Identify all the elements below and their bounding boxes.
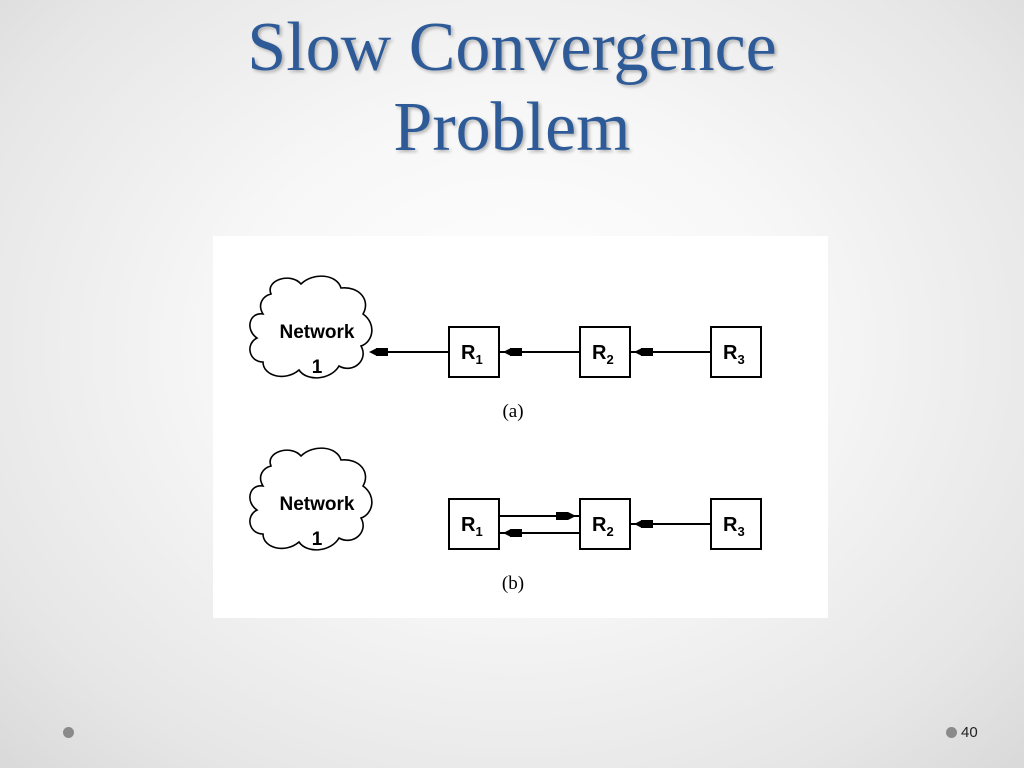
arrow-r1-to-network-a [369,348,388,356]
arrow-r3-to-r2-a [634,348,653,356]
svg-text:R2: R2 [592,342,614,367]
router-letter: R [461,514,476,536]
network-label-a: Network [280,322,355,343]
title-line-2: Problem [393,89,631,166]
slide-title: Slow Convergence Problem [0,8,1024,168]
network-number-b: 1 [312,529,323,550]
router-r2-b: R2 [579,498,631,550]
router-subscript: 1 [475,524,482,539]
router-r1-b: R1 [448,498,500,550]
router-subscript: 3 [737,352,744,367]
arrow-r2-to-r1-a [503,348,522,356]
network-cloud-a: Network 1 [249,275,373,379]
router-letter: R [723,342,738,364]
caption-a: (a) [502,401,523,422]
left-bullet-dot [63,727,74,738]
caption-b: (b) [502,573,524,594]
title-line-1: Slow Convergence [247,9,777,86]
arrow-r3-to-r2-b [634,520,653,528]
svg-text:R3: R3 [723,342,745,367]
diagram-part-b: Network 1 R1 [249,447,762,594]
router-subscript: 3 [737,524,744,539]
arrow-r1-to-r2-b [556,512,576,520]
router-r1-a: R1 [448,326,500,378]
router-letter: R [461,342,476,364]
network-number-a: 1 [312,357,323,378]
svg-text:R2: R2 [592,514,614,539]
right-bullet-dot [946,727,957,738]
router-r3-a: R3 [710,326,762,378]
page-number: 40 [961,724,978,741]
router-letter: R [723,514,738,536]
router-subscript: 1 [475,352,482,367]
svg-text:R1: R1 [461,342,483,367]
network-label-b: Network [280,494,355,515]
router-subscript: 2 [606,524,613,539]
router-r2-a: R2 [579,326,631,378]
arrow-r2-to-r1-b [503,529,522,537]
router-letter: R [592,514,607,536]
network-cloud-b: Network 1 [249,447,373,551]
router-letter: R [592,342,607,364]
router-r3-b: R3 [710,498,762,550]
svg-text:R1: R1 [461,514,483,539]
diagram-figure: Network 1 R1 [213,236,828,618]
routing-diagram: Network 1 R1 [249,275,762,594]
diagram-part-a: Network 1 R1 [249,275,762,422]
router-subscript: 2 [606,352,613,367]
svg-text:R3: R3 [723,514,745,539]
